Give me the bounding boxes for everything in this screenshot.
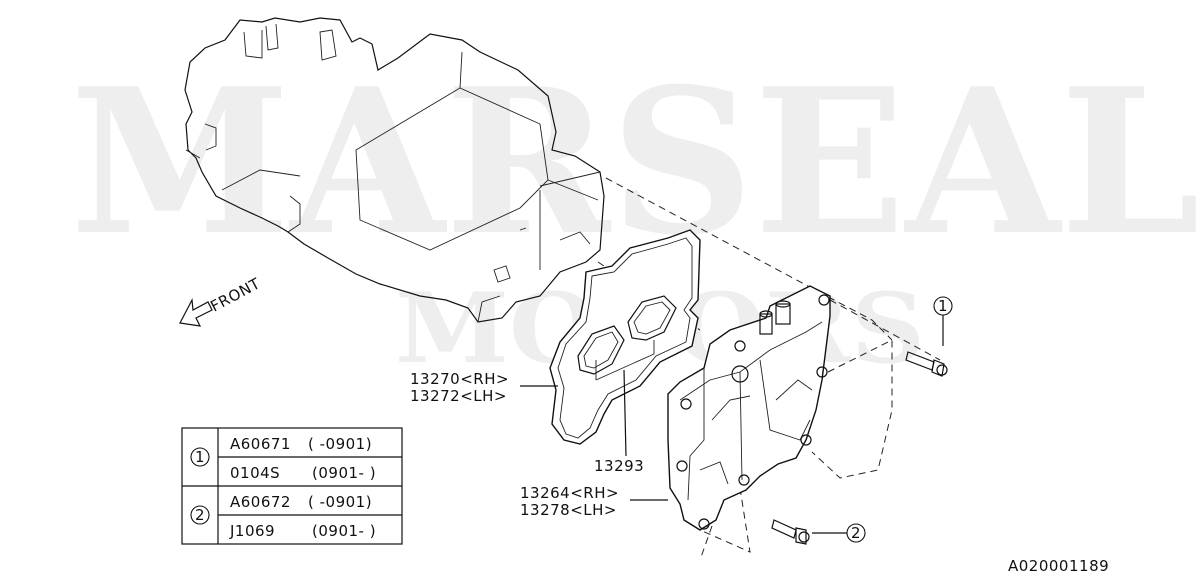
- callout-13270-rh: 13270<RH>: [410, 370, 509, 388]
- table-part-0104S: 0104S: [230, 464, 280, 482]
- table-range: ( -0901): [308, 493, 372, 511]
- bolt-1-drawing: [905, 351, 948, 377]
- watermark-line-1: MARSEAL: [70, 45, 1200, 280]
- diagram-id: A020001189: [1008, 557, 1109, 575]
- ref-mark-2-number: 2: [851, 524, 861, 542]
- table-group-2: 2 A60672 ( -0901) J1069 (0901- ): [190, 493, 376, 540]
- table-range: (0901- ): [312, 464, 376, 482]
- oil-filler-neck: [759, 313, 773, 335]
- table-part-A60672: A60672: [230, 493, 291, 511]
- table-ref-1: 1: [195, 448, 205, 466]
- front-arrow-icon: [179, 297, 213, 327]
- ref-mark-2: 2: [812, 523, 866, 543]
- engine-block-drawing: [184, 17, 605, 323]
- table-range: (0901- ): [312, 522, 376, 540]
- callout-cover: 13264<RH> 13278<LH>: [520, 484, 668, 519]
- callout-13272-lh: 13272<LH>: [410, 387, 507, 405]
- plug-seal-left: [577, 325, 625, 375]
- rocker-cover: [667, 285, 831, 531]
- table-part-A60671: A60671: [230, 435, 291, 453]
- table-range: ( -0901): [308, 435, 372, 453]
- front-label: FRONT: [207, 274, 263, 315]
- callout-13264-rh: 13264<RH>: [520, 484, 619, 502]
- callout-gasket: 13270<RH> 13272<LH>: [410, 370, 558, 405]
- bolt-2-drawing: [771, 519, 810, 545]
- table-group-1: 1 A60671 ( -0901) 0104S (0901- ): [190, 435, 376, 482]
- table-ref-2: 2: [195, 506, 205, 524]
- callout-plug-seal: 13293: [594, 369, 644, 475]
- ref-mark-1-number: 1: [938, 297, 948, 315]
- callout-13293: 13293: [594, 457, 644, 475]
- plug-seal-right: [627, 295, 677, 341]
- rocker-cover-gasket: [549, 229, 701, 445]
- parts-table: 1 A60671 ( -0901) 0104S (0901- ) 2 A6067…: [181, 427, 403, 545]
- table-part-J1069: J1069: [229, 522, 275, 540]
- callout-13278-lh: 13278<LH>: [520, 501, 617, 519]
- ref-mark-1: 1: [933, 296, 953, 346]
- front-direction-indicator: FRONT: [179, 274, 264, 327]
